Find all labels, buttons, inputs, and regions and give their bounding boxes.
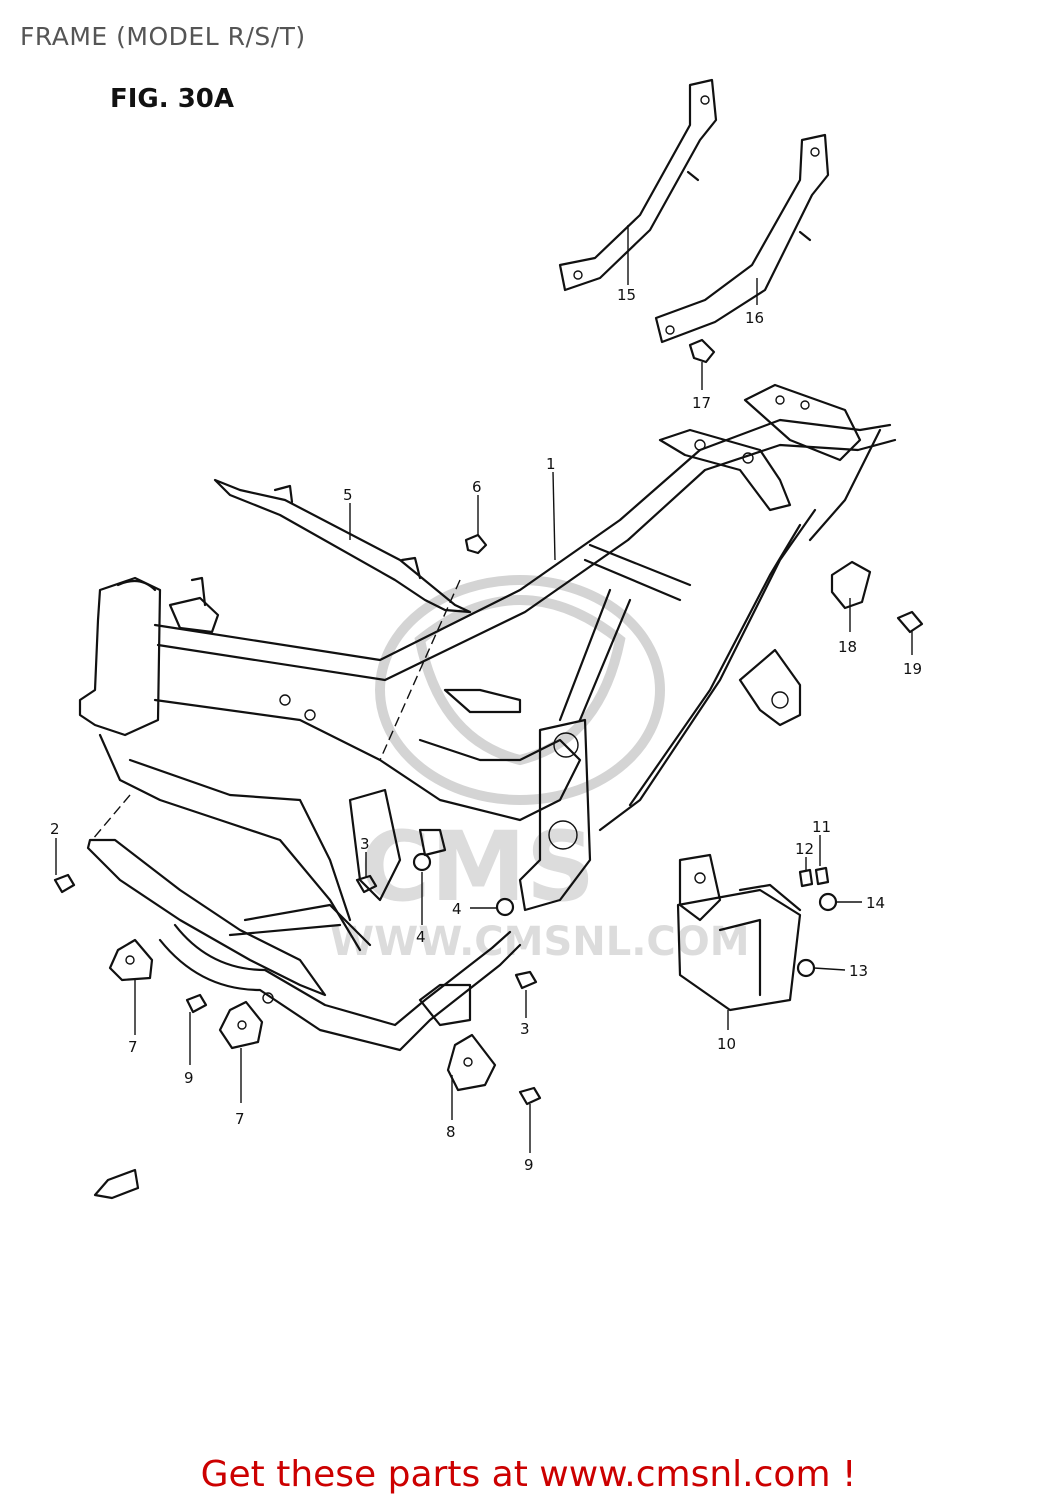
frame-brace — [213, 478, 472, 614]
engine-mount-plate-7b — [218, 1000, 264, 1050]
lower-cradle — [86, 838, 522, 1052]
fwd-arrow-icon: FWD — [93, 1168, 140, 1200]
cushion-14 — [818, 892, 838, 912]
callout-6: 6 — [472, 478, 482, 496]
callout-labels: 1 2 3 3 4 4 5 6 7 7 8 9 9 10 11 12 13 14… — [50, 286, 922, 1174]
callout-10: 10 — [717, 1035, 736, 1053]
figure-label: FIG. 30A — [110, 84, 235, 114]
callout-7b: 7 — [235, 1110, 245, 1128]
callout-7a: 7 — [128, 1038, 138, 1056]
bolt-6 — [464, 533, 488, 555]
bolt-17 — [688, 338, 716, 364]
engine-mount-plate-7a — [108, 938, 154, 982]
callout-9a: 9 — [184, 1069, 194, 1087]
callout-4-upper: 4 — [416, 928, 426, 946]
cushion-13 — [796, 958, 816, 978]
grab-rail-left — [558, 78, 718, 292]
callout-3-upper: 3 — [360, 835, 370, 853]
callout-15: 15 — [617, 286, 636, 304]
callout-1: 1 — [546, 455, 556, 473]
bolt-19 — [896, 610, 924, 634]
engine-mount-plate-8 — [446, 1033, 497, 1092]
callout-3-lower: 3 — [520, 1020, 530, 1038]
page-title: FRAME (MODEL R/S/T) — [20, 22, 306, 51]
callout-9b: 9 — [524, 1156, 534, 1174]
callout-5: 5 — [343, 486, 353, 504]
callout-16: 16 — [745, 309, 764, 327]
callout-leaders — [55, 225, 913, 1153]
callout-8: 8 — [446, 1123, 456, 1141]
callout-11: 11 — [812, 818, 831, 836]
bolt-3-lower — [514, 970, 538, 990]
grab-rail-right — [654, 133, 830, 344]
nut-4-upper — [412, 852, 432, 872]
nut-4-lower — [495, 897, 515, 917]
watermark-brand: CMS — [360, 811, 595, 923]
battery-holder — [676, 853, 802, 1012]
bolt-9a — [185, 993, 208, 1014]
clamp-18 — [830, 560, 872, 610]
callout-13: 13 — [849, 962, 868, 980]
screw-12 — [798, 868, 814, 888]
callout-17: 17 — [692, 394, 711, 412]
callout-2: 2 — [50, 820, 60, 838]
main-frame — [78, 383, 897, 952]
callout-14: 14 — [866, 894, 885, 912]
leader-dashed — [91, 794, 131, 841]
callout-12: 12 — [795, 840, 814, 858]
bolt-2 — [53, 873, 76, 894]
bolt-9b — [518, 1086, 542, 1106]
screw-11 — [814, 866, 830, 886]
watermark-url: WWW.CMSNL.COM — [330, 919, 750, 965]
callout-18: 18 — [838, 638, 857, 656]
callout-4-lower: 4 — [452, 900, 462, 918]
footer-shop-link[interactable]: Get these parts at www.cmsnl.com ! — [200, 1454, 857, 1495]
callout-19: 19 — [903, 660, 922, 678]
